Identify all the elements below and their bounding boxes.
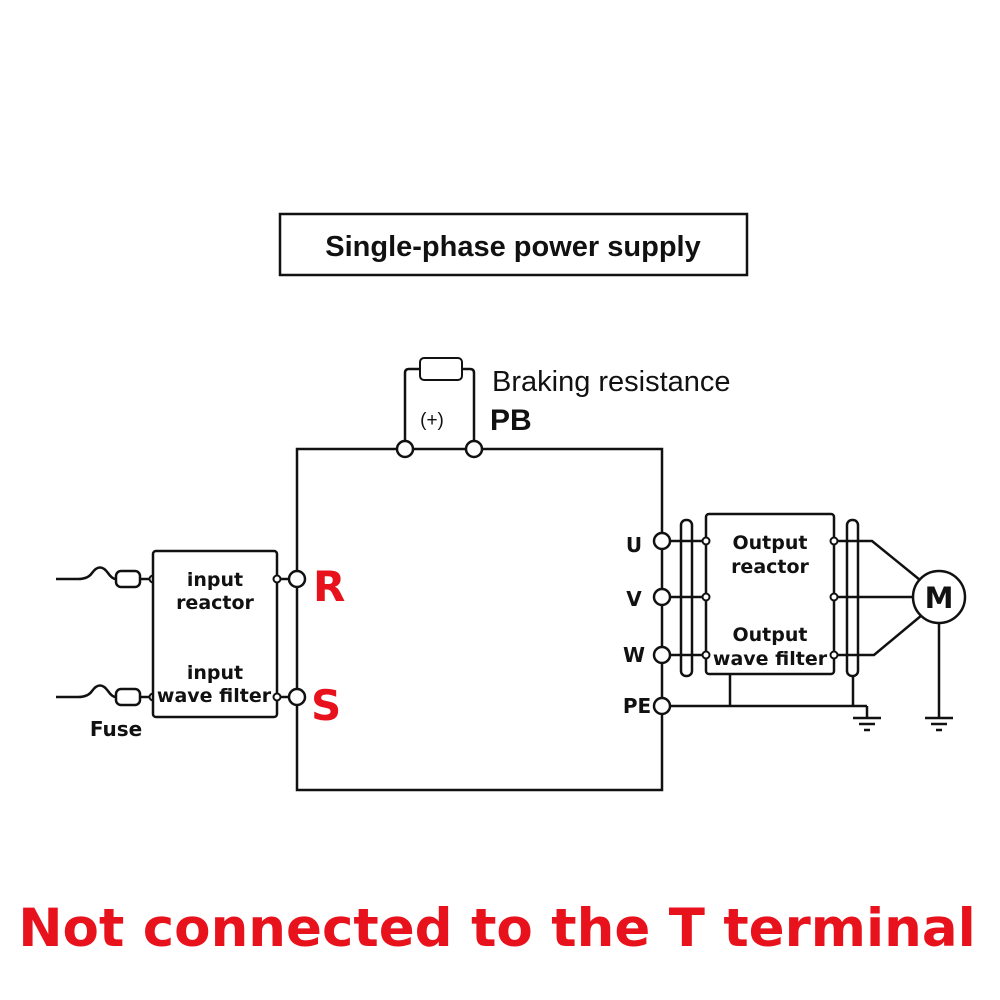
fuse-label: Fuse: [90, 717, 142, 741]
terminal-v: [652, 587, 672, 607]
output-filter-line1: Output: [733, 624, 808, 646]
terminal-pe: [652, 696, 672, 716]
input-filter-line1: input: [187, 662, 243, 684]
fuse-r-line: [56, 566, 158, 589]
braking-resistor-icon: [419, 357, 463, 381]
terminal-v-label: V: [626, 587, 642, 611]
output-filter-line2: wave filter: [713, 648, 828, 670]
title-box: [278, 212, 749, 277]
braking-resistance-label: Braking resistance: [492, 366, 731, 398]
pb-terminal: [464, 439, 484, 459]
input-filter-line2: wave filter: [157, 685, 272, 707]
plus-terminal: [395, 439, 415, 459]
output-reactor-line2: reactor: [731, 556, 809, 578]
footer-note: Not connected to the T terminal: [18, 898, 976, 959]
fuse-s-line: [56, 684, 158, 707]
plus-terminal-label: (+): [420, 410, 444, 431]
terminal-u: [652, 531, 672, 551]
pb-terminal-label: PB: [490, 404, 532, 437]
input-box: [151, 549, 279, 719]
ground-icon: [925, 716, 953, 732]
output-reactor-line1: Output: [733, 532, 808, 554]
motor-label: M: [925, 581, 954, 615]
terminal-u-label: U: [626, 533, 642, 557]
terminal-s-label: S: [311, 681, 341, 730]
terminal-r: [287, 569, 307, 589]
terminal-w-label: W: [623, 643, 645, 667]
shield-bar-left: [679, 518, 694, 678]
terminal-r-label: R: [313, 562, 345, 611]
input-reactor-line2: reactor: [176, 592, 254, 614]
terminal-w: [652, 645, 672, 665]
diagram-title: Single-phase power supply: [325, 231, 700, 263]
fuse-icon: [114, 687, 142, 707]
terminal-pe-label: PE: [623, 694, 651, 718]
ground-icon: [853, 706, 881, 732]
inverter-box: [295, 447, 664, 792]
braking-wires: [403, 367, 476, 449]
fuse-icon: [114, 569, 142, 589]
input-reactor-line1: input: [187, 569, 243, 591]
terminal-s: [287, 687, 307, 707]
